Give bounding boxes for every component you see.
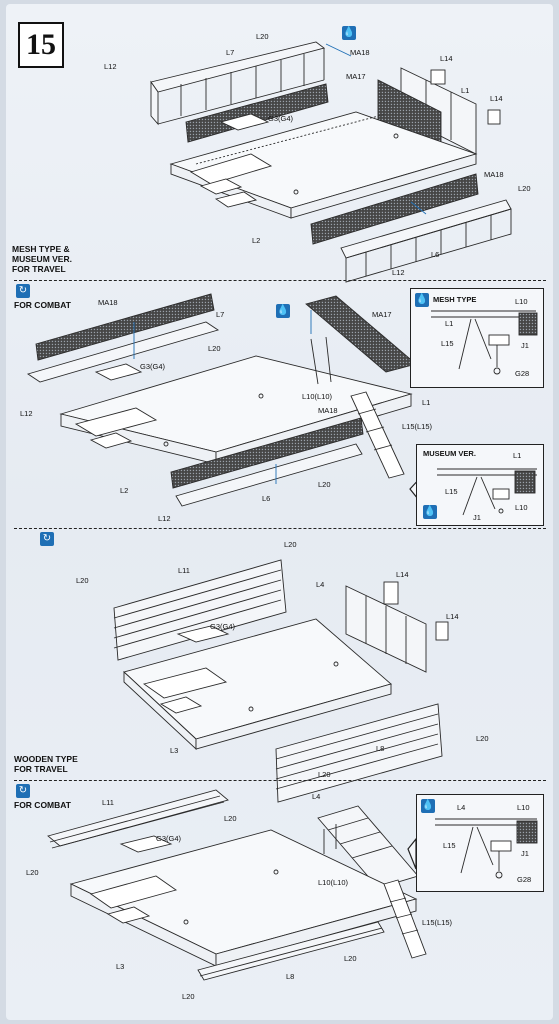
part-label: L20 — [208, 344, 221, 353]
inset-mesh-drawing — [431, 310, 538, 375]
part-label: MA18 — [484, 170, 504, 179]
part-label: G3(G4) — [156, 834, 182, 843]
step-number: 15 — [26, 28, 56, 61]
part-label: L10 — [517, 803, 530, 812]
part-label: L10 — [515, 297, 528, 306]
part-label: L11 — [102, 798, 114, 807]
part-label: MA18 — [98, 298, 118, 307]
part-label: L4 — [457, 803, 466, 812]
part-label: L2 — [252, 236, 261, 245]
glue-drop-icon: 💧 — [342, 26, 356, 40]
part-label: L20 — [224, 814, 237, 823]
part-label: J1 — [521, 341, 529, 350]
section-label-mesh-combat: FOR COMBAT — [14, 300, 71, 310]
part-label: L20 — [284, 540, 297, 549]
part-label: L4 — [312, 792, 321, 801]
part-label: G28 — [517, 875, 532, 884]
part-label: L12 — [392, 268, 405, 277]
part-label: L1 — [422, 398, 431, 407]
part-label: L14 — [396, 570, 409, 579]
part-label: L15(L15) — [422, 918, 453, 927]
part-label: L12 — [20, 409, 33, 418]
part-label: L11 — [178, 566, 190, 575]
section-label-wooden-travel: WOODEN TYPE FOR TRAVEL — [14, 754, 78, 774]
part-label: L20 — [318, 480, 331, 489]
part-label: L1 — [461, 86, 470, 95]
swap-icon: ↻ — [16, 284, 30, 298]
section4-drawing — [47, 789, 427, 981]
section2-drawing — [26, 293, 417, 507]
part-label: L20 — [256, 32, 269, 41]
part-label: L8 — [376, 744, 385, 753]
glue-drop-icon: 💧 — [415, 293, 429, 307]
instruction-sheet: 15 — [6, 4, 553, 1020]
part-label: L15 — [443, 841, 456, 850]
part-label: J1 — [521, 849, 529, 858]
part-label: G3(G4) — [140, 362, 166, 371]
part-label: L10(L10) — [318, 878, 349, 887]
glue-drop-icon: 💧 — [423, 505, 437, 519]
part-label: L3 — [170, 746, 179, 755]
part-label: L6 — [262, 494, 271, 503]
part-label: L20 — [344, 954, 357, 963]
part-label: L20 — [318, 770, 331, 779]
glue-drop-icon: 💧 — [276, 304, 290, 318]
section-label-wooden-combat: FOR COMBAT — [14, 800, 71, 810]
part-label: L1 — [513, 451, 522, 460]
part-label: L8 — [286, 972, 295, 981]
part-label: MA17 — [372, 310, 392, 319]
part-label: L20 — [26, 868, 39, 877]
part-label: L20 — [182, 992, 195, 1001]
inset-museum-ver: MUSEUM VER. 💧 L1 L15 L10 J1 — [416, 444, 544, 526]
part-label: L15 — [441, 339, 454, 348]
inset-wooden-combat: 💧 L4 L10 L15 J1 G28 — [416, 794, 544, 892]
assembly-diagram — [26, 41, 512, 981]
inset-museum-drawing — [437, 468, 537, 516]
inset-title: MESH TYPE — [433, 295, 477, 304]
part-label: L2 — [120, 486, 129, 495]
part-label: L15 — [445, 487, 458, 496]
section-label-mesh-travel: MESH TYPE & MUSEUM VER. FOR TRAVEL — [12, 244, 72, 274]
separator-2 — [14, 528, 546, 529]
part-label: G3(G4) — [268, 114, 294, 123]
part-label: G3(G4) — [210, 622, 236, 631]
part-label: MA18 — [318, 406, 338, 415]
inset-mesh-type: 💧 MESH TYPE L1 L10 L15 J1 G28 — [410, 288, 544, 388]
separator-3 — [14, 780, 546, 781]
part-label: L6 — [431, 250, 440, 259]
part-label: L10 — [515, 503, 528, 512]
section1-drawing — [150, 41, 512, 283]
part-label: L14 — [490, 94, 503, 103]
part-label: L3 — [116, 962, 125, 971]
part-label: L7 — [216, 310, 225, 319]
separator-1 — [14, 280, 546, 281]
part-label: L14 — [446, 612, 459, 621]
part-label: L1 — [445, 319, 454, 328]
part-label: L12 — [158, 514, 171, 523]
part-label: MA18 — [350, 48, 370, 57]
part-label: J1 — [473, 513, 481, 522]
swap-icon: ↻ — [40, 532, 54, 546]
part-label: G28 — [515, 369, 530, 378]
part-label: L20 — [518, 184, 531, 193]
section3-drawing — [113, 559, 449, 803]
part-label: L12 — [104, 62, 117, 71]
inset-title: MUSEUM VER. — [423, 449, 476, 458]
inset-wooden-drawing — [435, 818, 538, 879]
glue-drop-icon: 💧 — [421, 799, 435, 813]
part-label: L20 — [76, 576, 89, 585]
step-number-box: 15 — [18, 22, 64, 68]
part-label: L7 — [226, 48, 235, 57]
part-label: L14 — [440, 54, 453, 63]
swap-icon: ↻ — [16, 784, 30, 798]
part-label: L10(L10) — [302, 392, 333, 401]
part-label: L20 — [476, 734, 489, 743]
part-label: L15(L15) — [402, 422, 433, 431]
part-label: MA17 — [346, 72, 366, 81]
part-label: L4 — [316, 580, 325, 589]
